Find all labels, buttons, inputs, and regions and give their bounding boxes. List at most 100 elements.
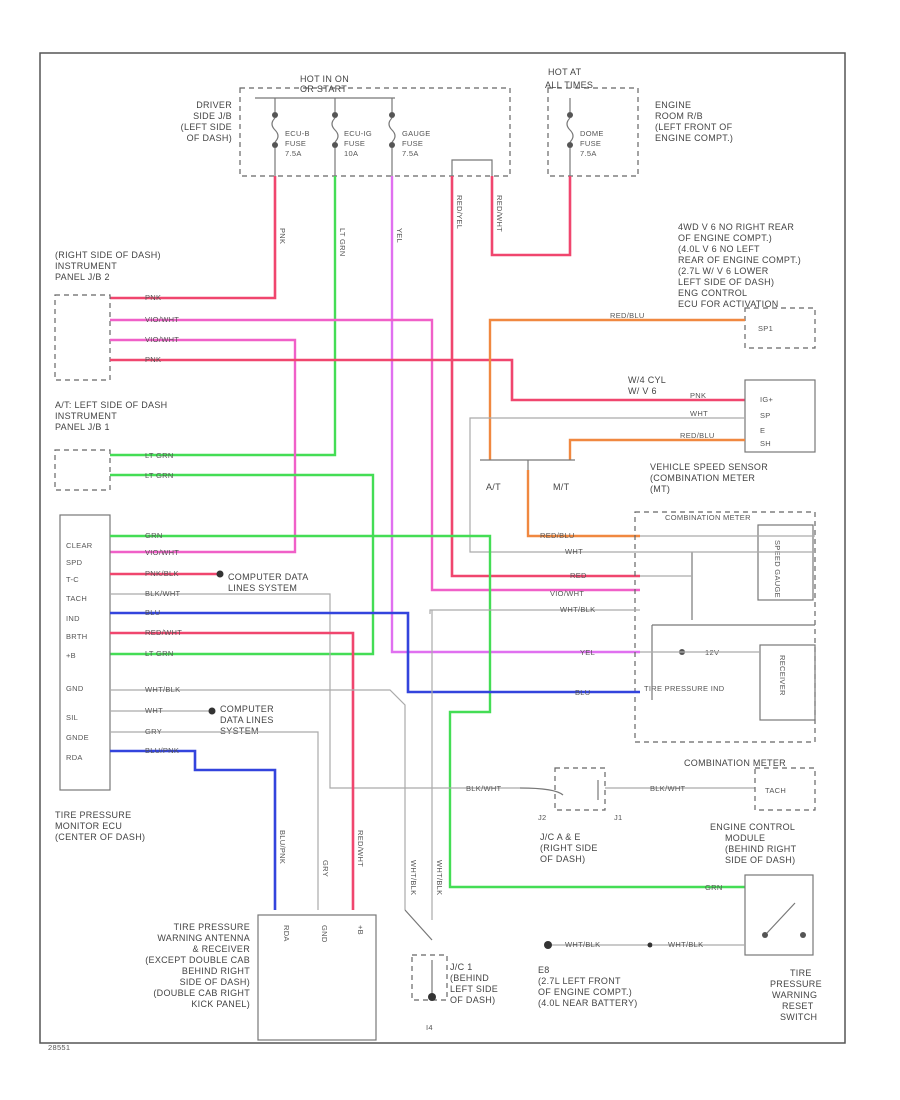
wire-label: BLU <box>145 608 161 617</box>
wire-label: RED/BLU <box>540 531 575 540</box>
wire-pink-1 <box>110 318 640 592</box>
jc-label: OF DASH) <box>540 854 585 864</box>
fusebox-location: OF DASH) <box>187 133 232 143</box>
ground-label: E8 <box>538 965 550 975</box>
sw-location: LEFT SIDE OF DASH) <box>678 277 774 287</box>
wire-orange-1 <box>488 318 745 460</box>
jc-pin: J1 <box>614 813 623 822</box>
antenna-pin: GND <box>320 925 329 943</box>
fuse-1-symbol <box>271 117 279 143</box>
wire-label: VIO/WHT <box>145 335 179 344</box>
fuse-2-label: 10A <box>344 149 358 158</box>
outer-frame <box>39 52 846 1044</box>
wire-gray-gnd <box>110 689 406 910</box>
at-label: A/T <box>486 482 501 492</box>
ecu-pin: IND <box>66 614 80 623</box>
jc1-label: J/C 1 <box>450 962 473 972</box>
wire-label: VIO/WHT <box>145 315 179 324</box>
fuse-3-label: FUSE <box>402 139 423 148</box>
ground-e8: WHT/BLK WHT/BLK E8 (2.7L LEFT FRONT OF E… <box>538 940 745 1008</box>
ground-wire-label: WHT/BLK <box>668 940 703 949</box>
tire-pressure-reset-switch: TIRE PRESSURE WARNING RESET SWITCH <box>744 874 822 1022</box>
wire-label: PNK <box>690 391 706 400</box>
jc-label: J/C A & E <box>540 832 581 842</box>
fusebox-title-2: OR START <box>300 84 347 94</box>
jc1-label: (BEHIND <box>450 973 489 983</box>
wire-label: WHT <box>690 409 708 418</box>
junction-connector-1: WHT/BLK WHT/BLK J/C 1 (BEHIND LEFT SIDE … <box>404 610 498 1032</box>
ip2-location: INSTRUMENT <box>55 261 117 271</box>
ecm-label: MODULE <box>725 833 765 843</box>
wire-label: YEL <box>580 648 595 657</box>
at-mt-selector: A/T M/T <box>480 459 575 492</box>
fuse-4-label: 7.5A <box>580 149 597 158</box>
antenna-label: SIDE OF DASH) <box>180 977 250 987</box>
hotat-title-2: ALL TIMES <box>545 80 593 90</box>
wire-label: GRY <box>145 727 162 736</box>
wire-label: PNK/BLK <box>145 569 179 578</box>
diagram-id: 28551 <box>48 1043 70 1052</box>
instrument-panel-jb1: A/T: LEFT SIDE OF DASH INSTRUMENT PANEL … <box>54 400 167 491</box>
sw-v6: W/ V 6 <box>628 386 657 396</box>
wire-blue-rda <box>110 749 277 910</box>
fuse-1-label: FUSE <box>285 139 306 148</box>
wire-label: RED/BLU <box>610 311 645 320</box>
ecm-label: ENGINE CONTROL <box>710 822 795 832</box>
fusebox-jumper <box>451 159 493 176</box>
ground-wire-label: WHT/BLK <box>565 940 600 949</box>
wire-label: PNK <box>278 228 287 244</box>
wire-green-fuse2 <box>110 176 337 457</box>
fuse-2-symbol <box>331 117 339 143</box>
ecu-pin: CLEAR <box>66 541 93 550</box>
wire-gray-gnde <box>110 731 319 910</box>
wire-label: LT GRN <box>145 649 174 658</box>
wire-label: WHT/BLK <box>409 860 418 895</box>
fusebox-location: (LEFT SIDE <box>181 122 232 132</box>
wire-label: WHT/BLK <box>560 605 595 614</box>
antenna-label: TIRE PRESSURE <box>174 922 250 932</box>
mt-label: M/T <box>553 482 570 492</box>
wire-gray-tach <box>110 593 520 789</box>
wire-orange-2 <box>568 438 745 460</box>
wire-label: WHT <box>145 706 163 715</box>
fuse-1-label: 7.5A <box>285 149 302 158</box>
box-b-label: E <box>760 426 765 435</box>
wire-label: RED/WHT <box>356 830 365 867</box>
fusebox-location: SIDE J/B <box>193 111 232 121</box>
ip1-location: PANEL J/B 1 <box>55 422 110 432</box>
ip1-location: A/T: LEFT SIDE OF DASH <box>55 400 167 410</box>
wire-label: LT GRN <box>338 228 347 257</box>
wire-label: LT GRN <box>145 451 174 460</box>
wire-label: BLK/WHT <box>466 784 502 793</box>
vss-label: (COMBINATION METER <box>650 473 755 483</box>
reset-switch-label: PRESSURE <box>770 979 822 989</box>
fuse-4-label: FUSE <box>580 139 601 148</box>
ground-label: (4.0L NEAR BATTERY) <box>538 998 638 1008</box>
engine-room-location: (LEFT FRONT OF <box>655 122 733 132</box>
fuse-2-label: FUSE <box>344 139 365 148</box>
wire-label: RED/YEL <box>455 195 464 229</box>
wire-label: GRN <box>705 883 723 892</box>
wire-red-jumper-right <box>490 176 572 257</box>
fusebox-location: DRIVER <box>196 100 232 110</box>
comp-data2-label: SYSTEM <box>220 726 259 736</box>
comp-data-label: LINES SYSTEM <box>228 583 297 593</box>
wire-red-fuse1 <box>110 176 277 300</box>
ecu-pin: SPD <box>66 558 83 567</box>
comp-data2-label: DATA LINES <box>220 715 274 725</box>
wire-label: YEL <box>395 228 404 243</box>
sw-location: (4.0L V 6 NO LEFT <box>678 244 760 254</box>
wire-label: VIO/WHT <box>550 589 584 598</box>
sw-location: 4WD V 6 NO RIGHT REAR <box>678 222 794 232</box>
engine-room-location: ROOM R/B <box>655 111 703 121</box>
fuse-3-label: GAUGE <box>402 129 431 138</box>
box-b-label: IG+ <box>760 395 774 404</box>
sw-location: ECU FOR ACTIVATION <box>678 299 779 309</box>
hot-at-all-times-box: HOT AT ALL TIMES DOME FUSE 7.5A ENGINE R… <box>545 67 733 177</box>
ecu-pin: RDA <box>66 753 83 762</box>
tire-pressure-ind-label: TIRE PRESSURE IND <box>644 684 725 693</box>
ecu-location: (CENTER OF DASH) <box>55 832 145 842</box>
fuse-4-symbol <box>566 117 574 143</box>
